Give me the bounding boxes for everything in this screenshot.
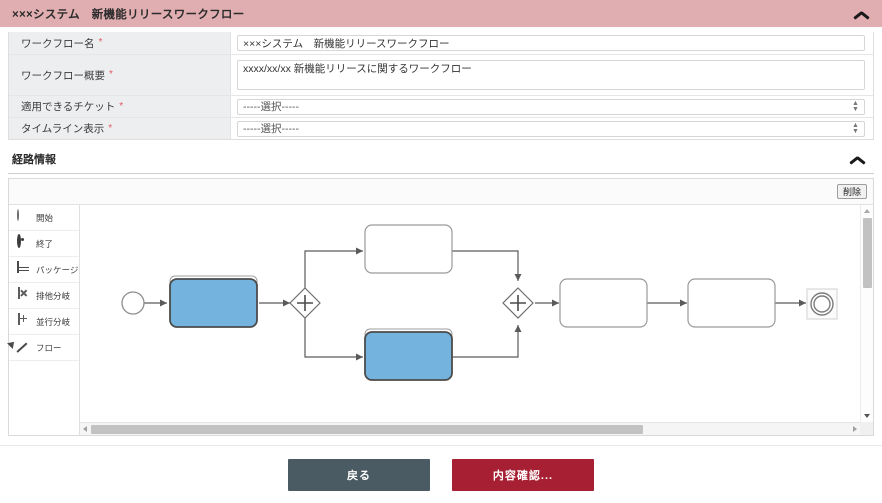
form-row-workflow-description: ワークフロー概要 * xxxx/xx/xx 新機能リリースに関するワークフロー (9, 55, 873, 96)
required-mark: * (119, 100, 124, 112)
delete-button[interactable]: 削除 (837, 184, 867, 199)
workflow-description-textarea[interactable]: xxxx/xx/xx 新機能リリースに関するワークフロー (237, 60, 865, 90)
palette-item-exclusive-gateway[interactable]: 排他分岐 (9, 283, 79, 309)
palette-item-package[interactable]: パッケージ (9, 257, 79, 283)
required-mark: * (109, 69, 113, 80)
label-text: ワークフロー概要 (21, 69, 105, 82)
form-row-workflow-name: ワークフロー名 * (9, 32, 873, 55)
node-task-5[interactable] (687, 278, 776, 328)
applicable-ticket-select[interactable]: -----選択----- (237, 98, 865, 115)
scrollbar-corner (860, 422, 873, 435)
chevron-up-icon[interactable] (854, 5, 872, 23)
required-mark: * (98, 37, 103, 48)
required-mark: * (108, 122, 113, 134)
parallel-gateway-icon (16, 313, 31, 329)
node-task-1[interactable] (169, 275, 258, 328)
route-section-title: 経路情報 (12, 153, 56, 166)
edge-split-task2 (304, 247, 363, 288)
form-row-applicable-ticket: 適用できるチケット * -----選択----- ▲▼ (9, 96, 873, 118)
label-text: タイムライン表示 (21, 123, 105, 135)
editor-toolbar: 削除 (9, 179, 873, 205)
horizontal-scroll-thumb[interactable] (91, 425, 643, 434)
workflow-name-input[interactable] (237, 35, 865, 51)
palette-item-label: 開始 (36, 212, 54, 223)
node-parallel-gateway-split[interactable] (289, 287, 321, 319)
connector-group (142, 247, 806, 361)
field-timeline-display: -----選択----- ▲▼ (231, 118, 873, 139)
scroll-down-arrow-icon[interactable] (864, 414, 870, 418)
exclusive-gateway-icon (16, 287, 31, 303)
scroll-up-arrow-icon[interactable] (864, 209, 870, 213)
panel-header: ×××システム 新機能リリースワークフロー (0, 0, 882, 27)
node-task-4[interactable] (559, 278, 648, 328)
start-event-icon (16, 209, 31, 225)
element-palette: 開始 終了 パッケージ 排他分岐 並行分岐 フロー (9, 205, 80, 435)
back-button[interactable]: 戻る (288, 458, 430, 491)
horizontal-scrollbar[interactable] (80, 422, 860, 435)
label-applicable-ticket: 適用できるチケット * (9, 96, 231, 117)
palette-item-end[interactable]: 終了 (9, 231, 79, 257)
node-start-event[interactable] (121, 291, 145, 315)
bpmn-diagram (121, 224, 838, 381)
palette-item-label: パッケージ (36, 264, 79, 275)
edge-split-task3 (304, 318, 363, 361)
palette-item-label: 排他分岐 (36, 290, 71, 301)
palette-item-label: 並行分岐 (36, 316, 71, 327)
chevron-up-icon[interactable] (850, 150, 868, 168)
footer-actions: 戻る 内容確認... (0, 445, 882, 503)
field-workflow-description: xxxx/xx/xx 新機能リリースに関するワークフロー (231, 55, 873, 95)
end-event-icon (16, 234, 31, 251)
timeline-display-select[interactable]: -----選択----- (237, 120, 865, 137)
edge-task3-join (452, 325, 522, 358)
label-workflow-description: ワークフロー概要 * (9, 55, 231, 95)
node-parallel-gateway-join[interactable] (502, 287, 534, 319)
label-timeline-display: タイムライン表示 * (9, 118, 231, 139)
route-section-header: 経路情報 (8, 144, 874, 174)
node-end-event[interactable] (806, 288, 838, 320)
palette-item-start[interactable]: 開始 (9, 205, 79, 231)
node-task-2[interactable] (364, 224, 453, 274)
package-icon (16, 261, 31, 277)
edge-task2-join (452, 250, 522, 281)
form-row-timeline-display: タイムライン表示 * -----選択----- ▲▼ (9, 118, 873, 139)
flow-arrow-icon (16, 340, 31, 355)
workflow-form: ワークフロー名 * ワークフロー概要 * xxxx/xx/xx 新機能リリースに… (8, 32, 874, 140)
label-workflow-name: ワークフロー名 * (9, 32, 231, 54)
confirm-button[interactable]: 内容確認... (452, 458, 594, 491)
vertical-scroll-thumb[interactable] (863, 218, 872, 288)
node-task-3[interactable] (364, 328, 453, 381)
label-text: 適用できるチケット (21, 101, 116, 113)
scroll-right-arrow-icon[interactable] (853, 426, 857, 432)
diagram-canvas[interactable] (80, 205, 873, 435)
page-title: ×××システム 新機能リリースワークフロー (12, 8, 245, 21)
workflow-editor: 削除 開始 終了 パッケージ 排他分岐 並行分岐 (8, 178, 874, 436)
task-1-body[interactable] (169, 278, 258, 328)
task-3-body[interactable] (364, 331, 453, 381)
palette-item-flow[interactable]: フロー (9, 335, 79, 361)
label-text: ワークフロー名 (21, 37, 95, 50)
palette-item-label: 終了 (36, 238, 54, 249)
field-workflow-name (231, 32, 873, 54)
palette-item-parallel-gateway[interactable]: 並行分岐 (9, 309, 79, 335)
palette-item-label: フロー (36, 342, 62, 353)
vertical-scrollbar[interactable] (860, 205, 873, 422)
field-applicable-ticket: -----選択----- ▲▼ (231, 96, 873, 117)
scroll-left-arrow-icon[interactable] (83, 426, 87, 432)
